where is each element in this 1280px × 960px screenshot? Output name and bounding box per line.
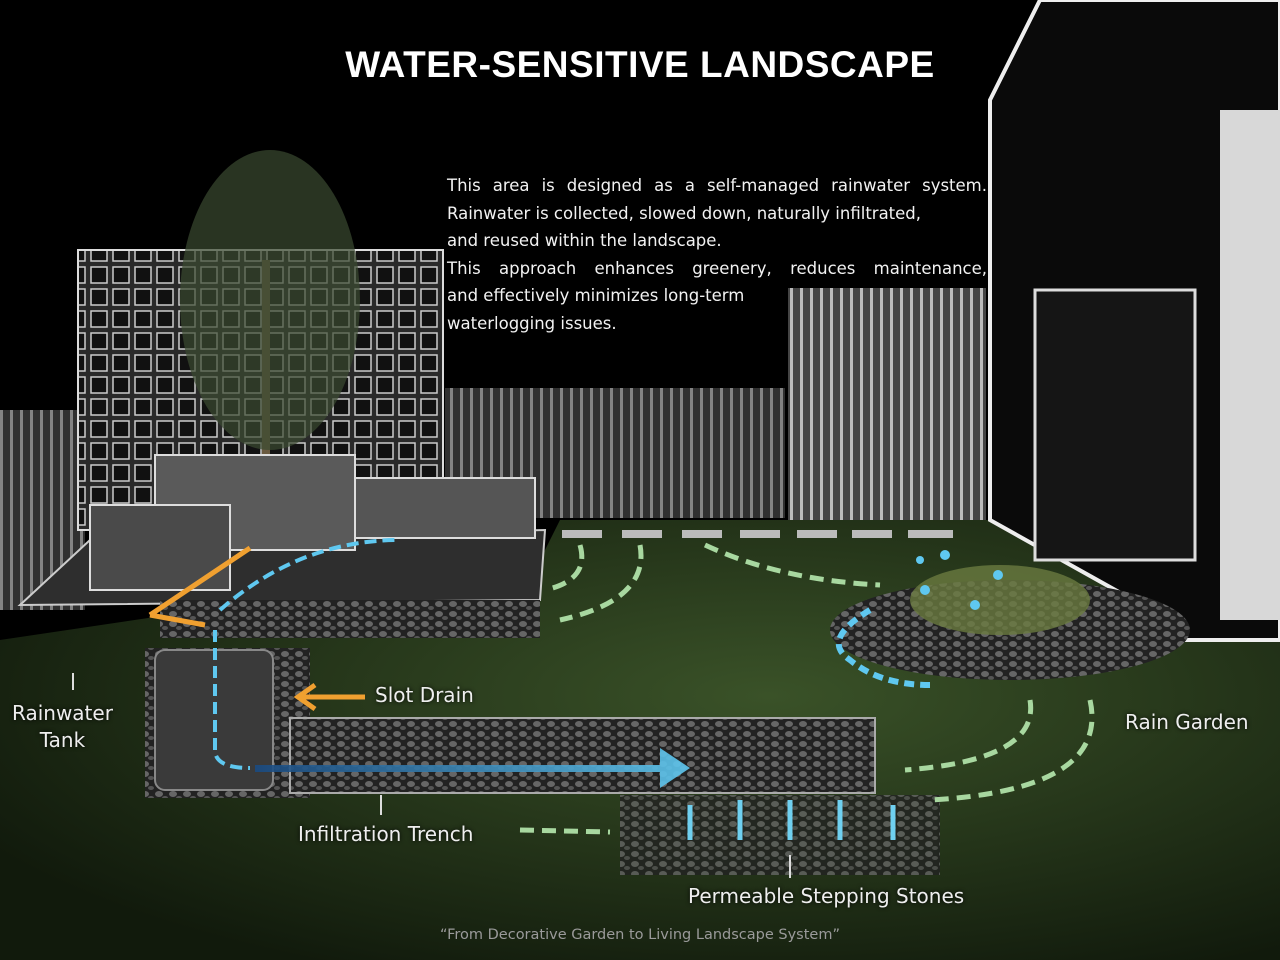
label-line: Tank	[39, 728, 86, 752]
planter-right	[354, 477, 536, 539]
label-line: Rainwater	[12, 701, 113, 725]
rain-drops-icon	[916, 550, 1003, 610]
label-slot-drain: Slot Drain	[375, 683, 474, 707]
slot-drain-arrow	[293, 682, 365, 712]
label-infiltration-trench: Infiltration Trench	[298, 822, 474, 846]
page-title: WATER-SENSITIVE LANDSCAPE	[345, 44, 935, 85]
leader-lines	[72, 673, 791, 878]
infiltration-trench	[289, 717, 876, 794]
label-rainwater-tank: Rainwater Tank	[12, 700, 113, 754]
description-line: This approach enhances greenery, reduces…	[447, 258, 987, 278]
label-rain-garden: Rain Garden	[1125, 710, 1249, 734]
description-text: This area is designed as a self-managed …	[447, 172, 987, 338]
tank-flow-arrow	[213, 630, 251, 770]
label-permeable-stepping-stones: Permeable Stepping Stones	[688, 884, 965, 908]
stepping-stone-gravel	[620, 795, 940, 875]
trench-flow-arrow	[255, 748, 690, 788]
description-line: waterlogging issues.	[447, 313, 617, 333]
house-side-wall	[1220, 110, 1280, 620]
house-window	[1033, 288, 1197, 562]
rain-garden-grass	[910, 565, 1090, 635]
rain-garden-flow	[835, 607, 931, 688]
tree-canopy	[180, 150, 360, 450]
description-line: and effectively minimizes long-term	[447, 286, 745, 306]
description-line: This area is designed as a self-managed …	[447, 176, 987, 223]
green-flow-arrows	[519, 542, 1095, 835]
upward-arrows	[687, 800, 896, 840]
description-line: and reused within the landscape.	[447, 231, 722, 251]
slatted-screen	[788, 288, 986, 520]
deck-flow-arrow	[218, 538, 401, 612]
stepping-stones	[562, 530, 953, 538]
orange-flow-arrow	[148, 545, 252, 628]
caption: “From Decorative Garden to Living Landsc…	[440, 927, 840, 943]
